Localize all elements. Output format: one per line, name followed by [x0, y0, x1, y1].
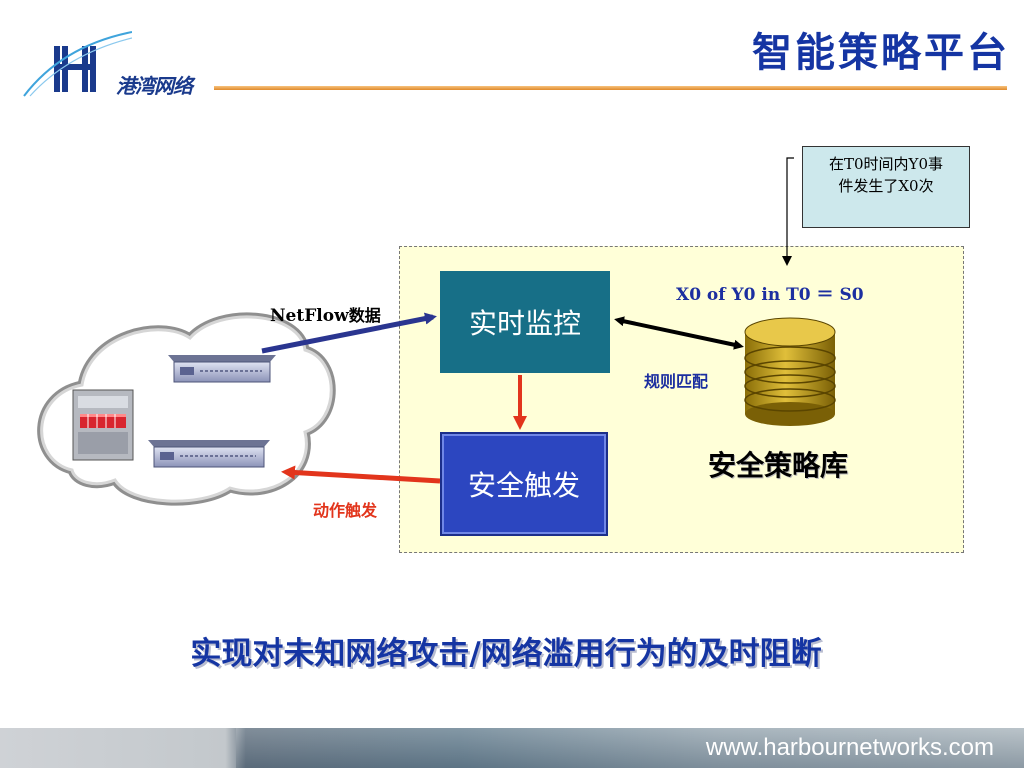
policy-db-label: 安全策略库 [708, 449, 849, 482]
page-title: 智能策略平台 [752, 29, 1010, 76]
callout-note-line1: 在T0时间内Y0事 [829, 155, 943, 173]
security-trigger-box: 安全触发 [440, 432, 608, 536]
core-switch-chassis-icon [72, 389, 134, 461]
callout-leader-arrow [782, 157, 794, 266]
router-device-icon [168, 355, 276, 383]
netflow-label: NetFlow数据 [270, 302, 381, 326]
slide-tagline: 实现对未知网络攻击/网络滥用行为的及时阻断 [190, 636, 822, 672]
policy-formula: X0 of Y0 in T0 ＝ S0 [676, 285, 864, 305]
switch-device-icon [148, 440, 270, 468]
logo-h-mark-icon [23, 31, 132, 97]
footer-sea-image [236, 728, 1024, 768]
policy-database-icon [744, 317, 836, 426]
monitor-db-arrow [614, 316, 744, 350]
logo-text: 港湾网络 [116, 74, 193, 98]
website-url: www.harbournetworks.com [705, 734, 994, 761]
action-trigger-label: 动作触发 [313, 501, 378, 520]
company-logo [23, 31, 132, 97]
netflow-arrow [261, 312, 437, 354]
callout-note-line2: 件发生了X0次 [838, 177, 934, 195]
title-underline [214, 86, 1007, 90]
rule-match-label: 规则匹配 [644, 372, 709, 391]
action-trigger-arrow [281, 465, 441, 484]
footer-banner [0, 728, 1024, 768]
netflow-label-cn: 数据 [348, 306, 381, 325]
callout-note: 在T0时间内Y0事 件发生了X0次 [802, 146, 970, 228]
realtime-monitor-box: 实时监控 [440, 271, 610, 373]
netflow-label-en: NetFlow [270, 306, 349, 326]
